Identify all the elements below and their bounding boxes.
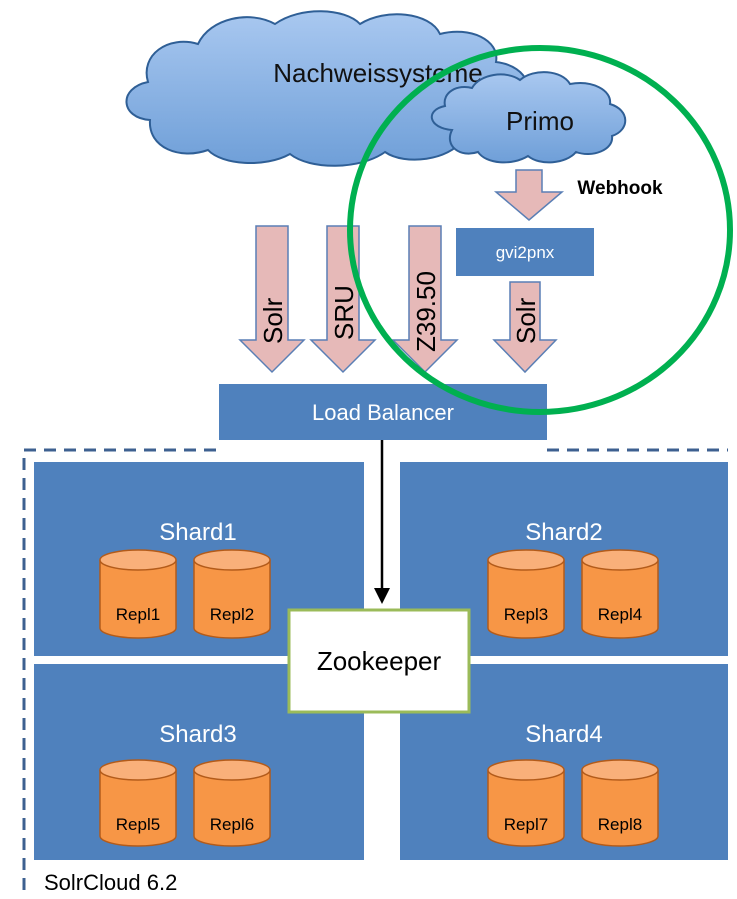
shard1-label: Shard1 [159,519,236,546]
replica-label-1: Repl1 [116,605,160,624]
replica-cylinder-1 [99,549,177,639]
highlight-circle [347,45,733,415]
zookeeper-label: Zookeeper [317,646,442,676]
solrcloud-boundary [22,448,728,890]
webhook-label: Webhook [577,178,663,199]
arrow-sru-label: SRU [329,285,359,340]
shard2-label: Shard2 [525,519,602,546]
gvi2pnx-box [456,228,594,276]
replica-label-5: Repl5 [116,815,160,834]
replica-label-6: Repl6 [210,815,254,834]
replica-label-3: Repl3 [504,605,548,624]
arrow-sru [309,225,377,374]
replica-label-2: Repl2 [210,605,254,624]
gvi2pnx-label: gvi2pnx [496,243,555,262]
solrcloud-label: SolrCloud 6.2 [44,870,177,895]
replica-label-7: Repl7 [504,815,548,834]
arrow-solr-1-label: Solr [258,297,288,344]
replica-cylinder-4 [581,549,659,639]
zookeeper-box [287,608,471,714]
cloud-main-label: Nachweissysteme [273,58,483,88]
arrow-z3950 [391,225,459,374]
load-balancer-label: Load Balancer [312,400,454,425]
load-balancer-box [219,384,547,440]
cloud-primo: Primo [431,71,627,164]
replica-cylinder-6 [193,759,271,847]
cloud-primo-label: Primo [506,106,574,136]
webhook-arrow [493,169,565,221]
shard4-label: Shard4 [525,721,602,748]
replica-cylinder-5 [99,759,177,847]
arrow-solr-1 [238,225,306,374]
lb-to-zookeeper-arrow [374,440,390,604]
replica-cylinder-2 [193,549,271,639]
replica-cylinder-3 [487,549,565,639]
replica-label-8: Repl8 [598,815,642,834]
replica-cylinder-7 [487,759,565,847]
shard3-label: Shard3 [159,721,236,748]
arrow-solr-2 [492,281,558,374]
replica-label-4: Repl4 [598,605,642,624]
replica-cylinder-8 [581,759,659,847]
arrow-solr-2-label: Solr [511,297,541,344]
arrow-z3950-label: Z39.50 [411,271,441,352]
